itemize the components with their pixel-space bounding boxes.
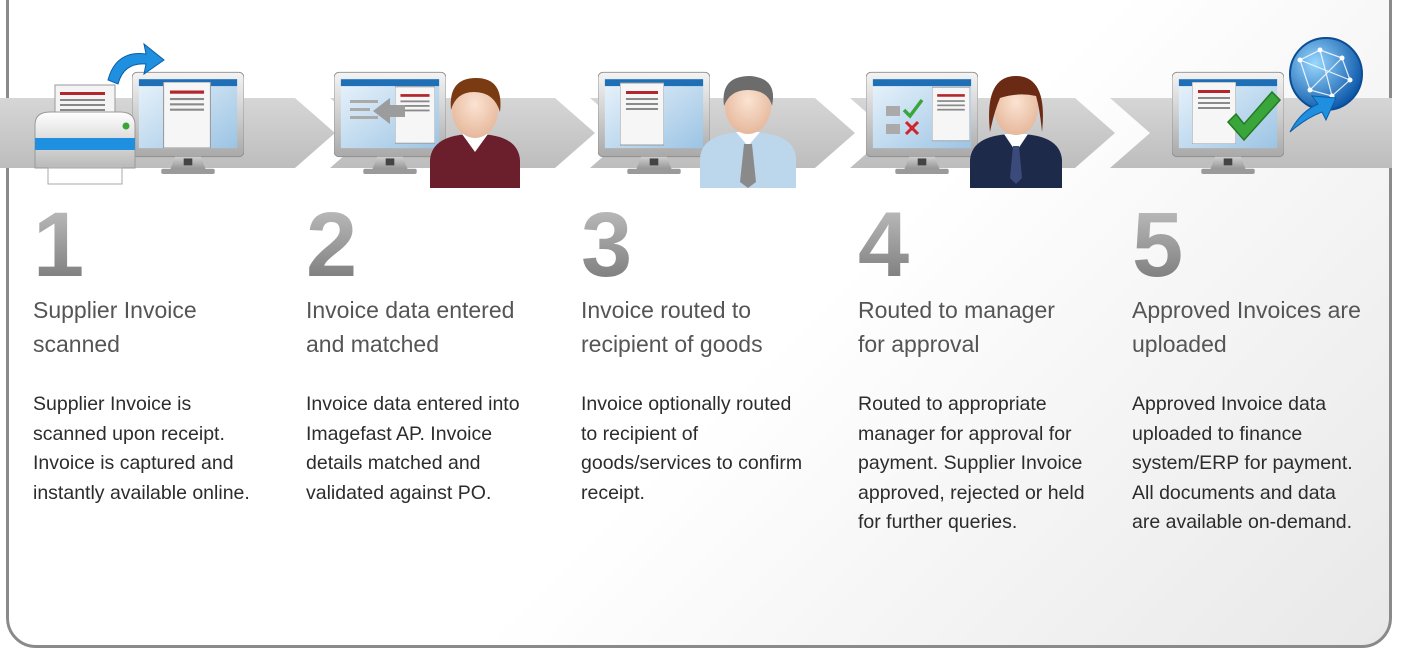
step-number: 5 [1132, 199, 1362, 291]
cross-icon [904, 120, 920, 136]
step-title: Supplier Invoice scanned [33, 297, 197, 357]
step-number: 3 [581, 199, 811, 291]
check-icon [1226, 90, 1282, 142]
step-number: 4 [858, 199, 1088, 291]
step-description: Invoice optionally routed to recipient o… [581, 393, 803, 504]
arrow-icon [107, 42, 165, 85]
printer-icon [34, 84, 136, 185]
step-description: Invoice data entered into Imagefast AP. … [306, 393, 520, 504]
illustrations [34, 37, 1363, 188]
step-3: 3 Invoice routed to recipient of goods I… [581, 199, 811, 508]
document-icon [1192, 82, 1236, 144]
step-2-illustration [334, 71, 520, 188]
person-icon [700, 76, 796, 188]
person-icon [430, 78, 520, 188]
step-number: 2 [306, 199, 536, 291]
globe-icon [1289, 37, 1363, 133]
step-description: Approved Invoice data uploaded to financ… [1132, 393, 1353, 533]
step-1: 1 Supplier Invoice scanned Supplier Invo… [33, 199, 263, 508]
step-5: 5 Approved Invoices are uploaded Approve… [1132, 199, 1362, 538]
person-icon [970, 76, 1062, 188]
step-title: Invoice data entered and matched [306, 297, 515, 357]
step-title: Approved Invoices are uploaded [1132, 297, 1361, 357]
document-icon [163, 82, 211, 148]
step-number: 1 [33, 199, 263, 291]
check-icon [902, 98, 924, 119]
step-2: 2 Invoice data entered and matched Invoi… [306, 199, 536, 508]
document-icon [932, 86, 970, 142]
step-description: Supplier Invoice is scanned upon receipt… [33, 393, 250, 504]
step-3-illustration [598, 71, 796, 188]
step-4-illustration [866, 71, 1062, 188]
step-title: Routed to manager for approval [858, 297, 1055, 357]
step-5-illustration [1172, 37, 1363, 175]
step-4: 4 Routed to manager for approval Routed … [858, 199, 1088, 538]
step-description: Routed to appropriate manager for approv… [858, 393, 1085, 533]
arrow-left-icon [350, 98, 405, 124]
document-icon [620, 82, 664, 146]
step-1-illustration [34, 42, 244, 185]
step-title: Invoice routed to recipient of goods [581, 297, 763, 357]
